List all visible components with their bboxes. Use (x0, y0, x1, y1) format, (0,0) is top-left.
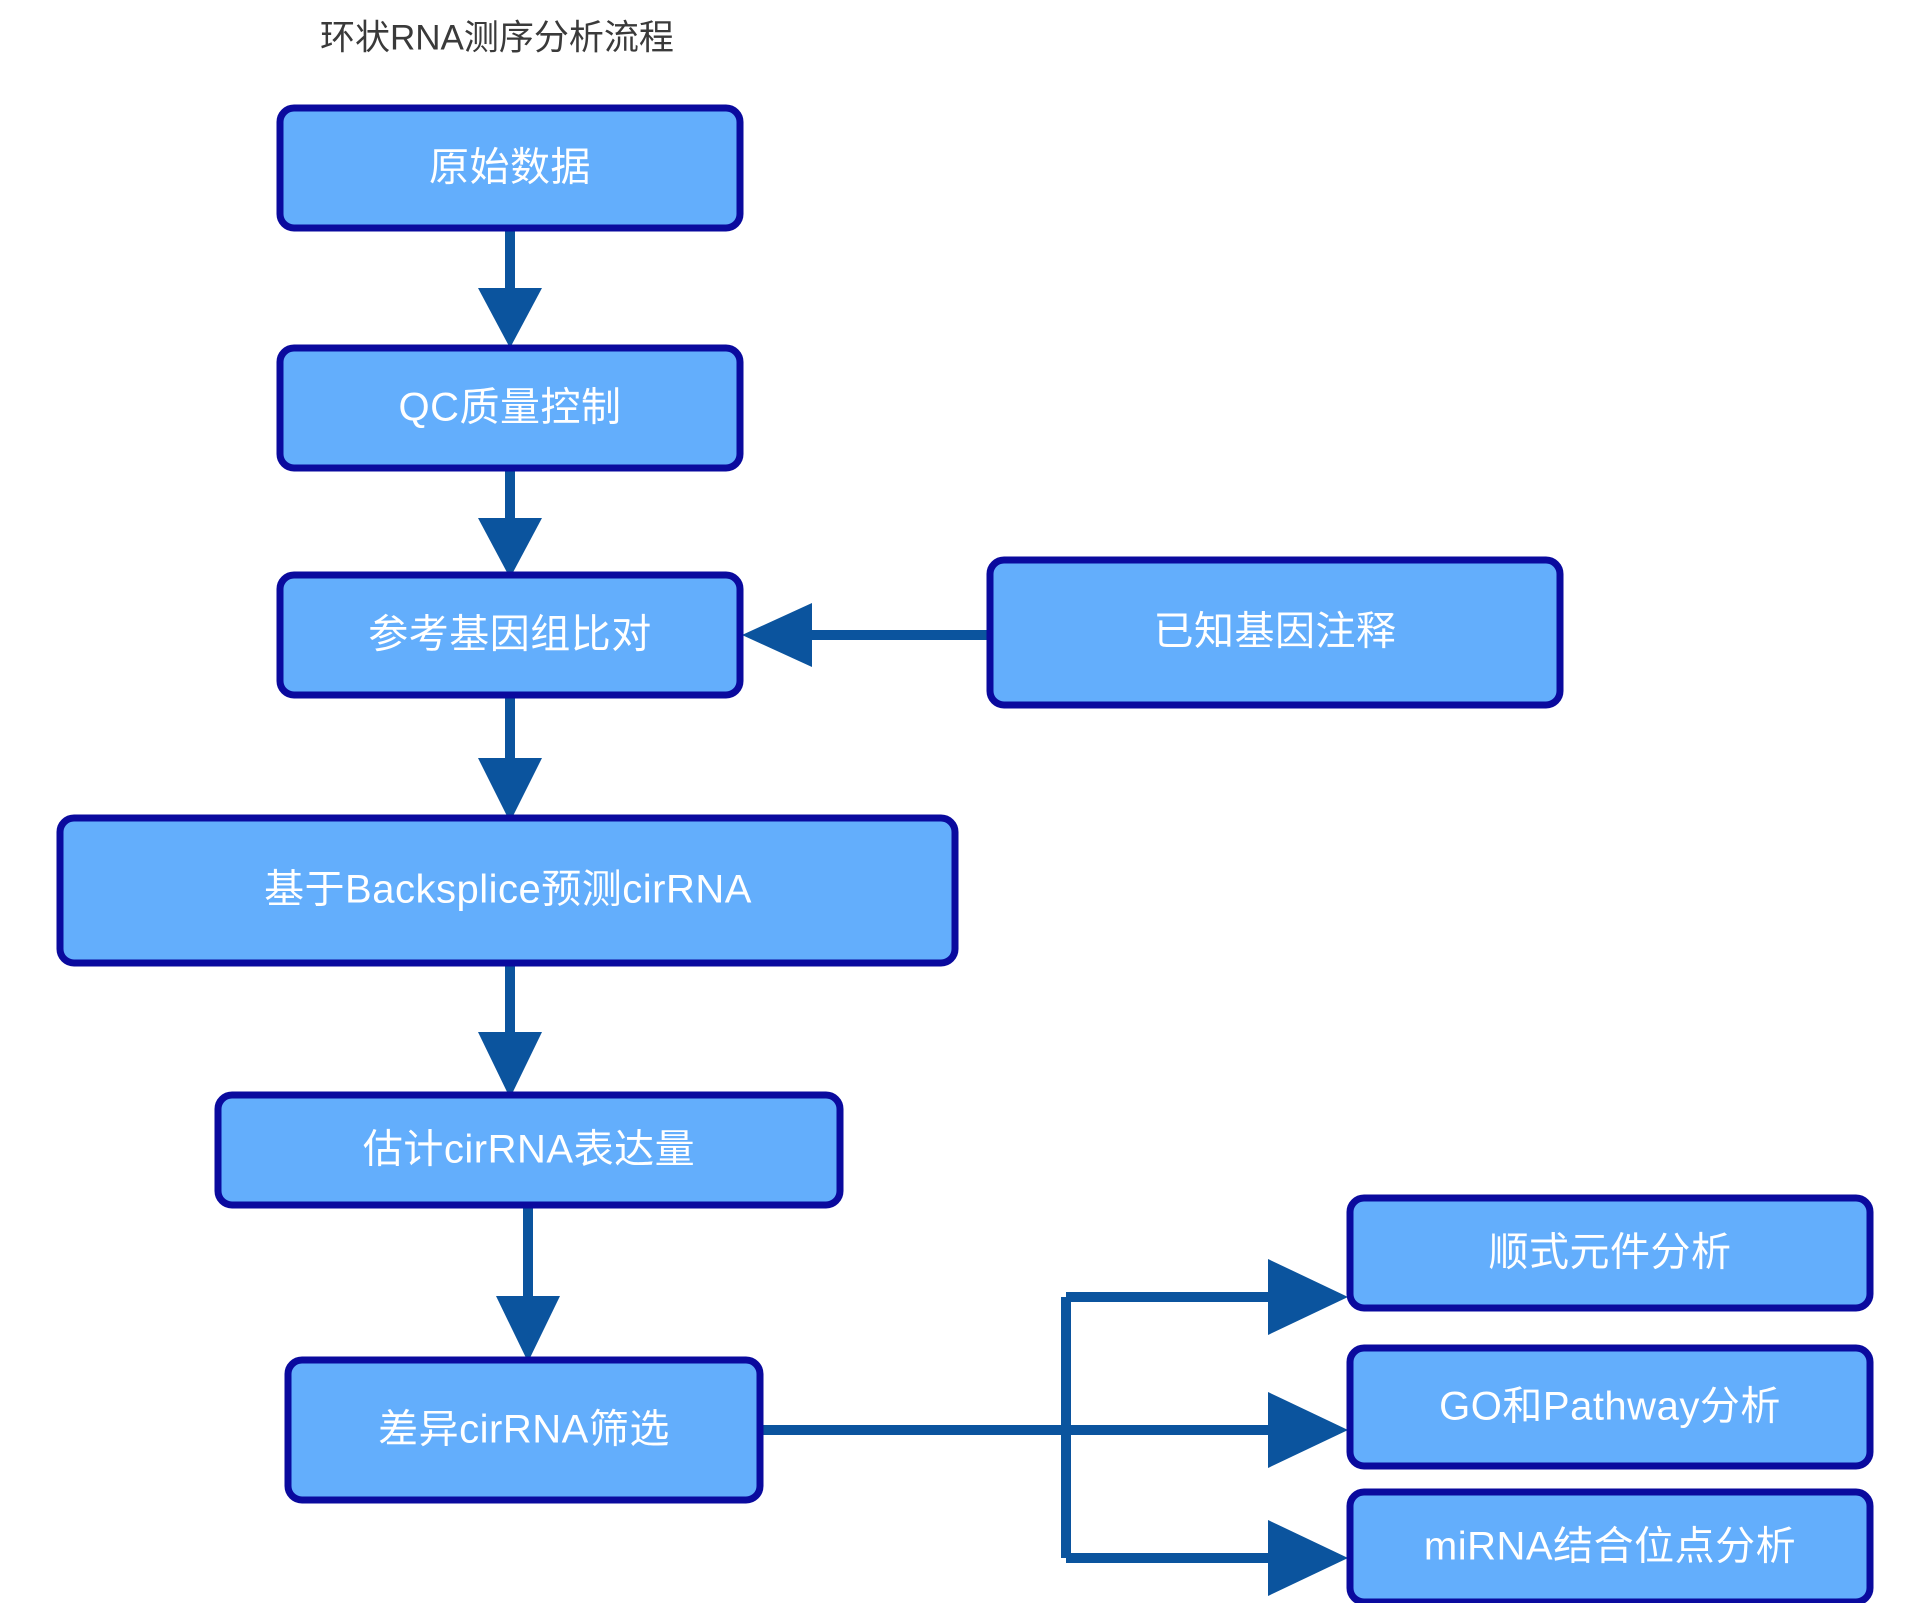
edge-diff-to-cis (1066, 1259, 1348, 1335)
node-cis-element-analysis[interactable]: 顺式元件分析 (1346, 1194, 1874, 1312)
edge-qc-to-align (478, 468, 542, 578)
node-qc-label: QC质量控制 (399, 386, 622, 430)
node-reference-alignment[interactable]: 参考基因组比对 (276, 571, 744, 699)
edge-raw-to-qc (478, 228, 542, 348)
node-raw-data[interactable]: 原始数据 (276, 104, 744, 232)
node-raw-data-label: 原始数据 (429, 146, 591, 190)
node-expression-estimation[interactable]: 估计cirRNA表达量 (214, 1091, 844, 1209)
edge-diff-to-mirna (1066, 1520, 1348, 1596)
node-mirna-binding-site-analysis[interactable]: miRNA结合位点分析 (1346, 1488, 1874, 1603)
page-title: 环状RNA测序分析流程 (320, 18, 674, 57)
node-differential-screening[interactable]: 差异cirRNA筛选 (284, 1356, 764, 1504)
node-differential-screening-label: 差异cirRNA筛选 (378, 1408, 670, 1452)
edge-diff-to-gopath (1066, 1392, 1348, 1468)
edge-align-to-backsplice (478, 695, 542, 822)
node-go-pathway-analysis[interactable]: GO和Pathway分析 (1346, 1344, 1874, 1470)
edge-backsplice-to-express (478, 962, 542, 1098)
node-known-gene-annotation[interactable]: 已知基因注释 (986, 556, 1564, 709)
node-reference-alignment-label: 参考基因组比对 (368, 613, 652, 657)
node-cis-element-analysis-label: 顺式元件分析 (1489, 1231, 1732, 1275)
node-backsplice-prediction-label: 基于Backsplice预测cirRNA (264, 868, 752, 912)
edge-annotation-to-align (742, 603, 990, 667)
node-expression-estimation-label: 估计cirRNA表达量 (363, 1128, 695, 1172)
node-qc[interactable]: QC质量控制 (276, 344, 744, 472)
node-go-pathway-analysis-label: GO和Pathway分析 (1439, 1385, 1781, 1429)
node-mirna-binding-site-analysis-label: miRNA结合位点分析 (1424, 1525, 1796, 1569)
node-backsplice-prediction[interactable]: 基于Backsplice预测cirRNA (56, 814, 959, 967)
node-known-gene-annotation-label: 已知基因注释 (1154, 610, 1397, 654)
edge-diff-branch-trunk (760, 1297, 1071, 1558)
edge-express-to-diff (496, 1205, 560, 1362)
